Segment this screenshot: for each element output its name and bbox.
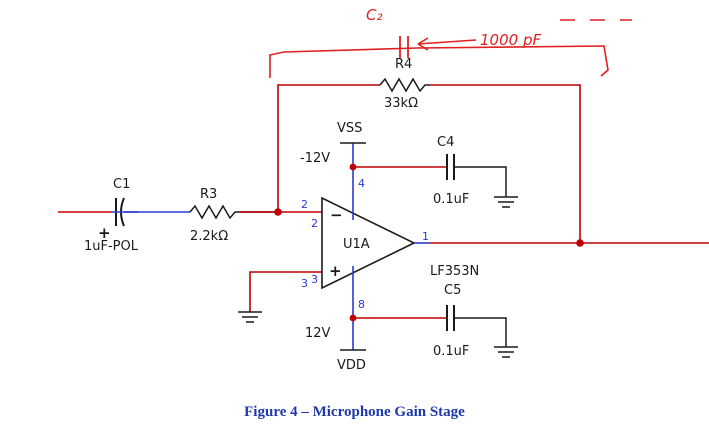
junction-node-inverting	[274, 208, 282, 216]
r3-zigzag	[189, 204, 278, 220]
feedback-wire-right	[430, 84, 581, 242]
pin-4-label: 4	[358, 177, 365, 190]
vdd-name-label: VDD	[337, 358, 366, 373]
c1-ref-label: C1	[113, 177, 130, 192]
c4-to-ground-wire	[455, 166, 507, 197]
pin-1-label: 1	[422, 230, 429, 243]
annotation-bracket	[269, 45, 609, 78]
feedback-loop	[277, 84, 581, 242]
ground-symbol-left	[238, 311, 262, 323]
figure-caption: Figure 4 – Microphone Gain Stage	[244, 404, 465, 420]
pin-8-label: 8	[358, 298, 365, 311]
r3-value-label: 2.2kΩ	[190, 229, 228, 244]
feedback-wire-left	[277, 84, 380, 212]
c4-value-label: 0.1uF	[433, 192, 469, 207]
output-network	[414, 239, 709, 247]
vdd-supply: VDD 12V C5 0.1uF	[305, 266, 518, 373]
node-2-label: 2	[301, 198, 308, 211]
c4-ref-label: C4	[437, 135, 454, 150]
input-network: C1 1uF-POL + R3 2.2kΩ 2	[58, 177, 322, 254]
c5-ref-label: C5	[444, 283, 461, 298]
op-amp-ref-label: U1A	[343, 237, 370, 252]
vss-supply: VSS -12V C4 0.1uF	[300, 121, 518, 220]
pin-2-label: 2	[311, 217, 318, 230]
c5-value-label: 0.1uF	[433, 344, 469, 359]
pin-3-label: 3	[311, 273, 318, 286]
annotation-arrow	[417, 37, 477, 51]
vss-voltage-label: -12V	[300, 151, 330, 166]
r4-value-label: 33kΩ	[384, 96, 418, 111]
non-inverting-ground: 3	[238, 271, 322, 323]
node-3-label: 3	[301, 277, 308, 290]
op-amp-minus-sign: −	[330, 206, 343, 224]
ground-symbol-c4	[494, 196, 518, 208]
schematic-diagram: C₂ 1000 pF R4 33kΩ C1 1uF-POL + R3 2.2kΩ…	[58, 6, 709, 373]
op-amp-u1a: − + U1A LF353N 2 3 1 4 8	[311, 177, 479, 311]
r3-ref-label: R3	[200, 187, 217, 202]
resistor-r4: R4 33kΩ	[379, 57, 430, 111]
c5-to-ground-wire	[455, 317, 507, 347]
c1-polarity-mark: +	[98, 224, 111, 242]
vss-name-label: VSS	[337, 121, 362, 136]
op-amp-part-label: LF353N	[430, 264, 479, 279]
junction-node-output	[576, 239, 584, 247]
vdd-voltage-label: 12V	[305, 326, 331, 341]
annotation-label: C₂	[366, 6, 383, 24]
op-amp-plus-sign: +	[329, 262, 342, 280]
handwritten-c2-annotation: C₂ 1000 pF	[269, 6, 632, 78]
c1-value-label: 1uF-POL	[84, 239, 139, 254]
ground-symbol-c5	[494, 346, 518, 358]
r4-zigzag	[379, 77, 430, 93]
op-amp-triangle	[321, 196, 416, 290]
non-inverting-wire	[249, 271, 322, 312]
r4-ref-label: R4	[395, 57, 412, 72]
annotation-value: 1000 pF	[480, 31, 541, 49]
